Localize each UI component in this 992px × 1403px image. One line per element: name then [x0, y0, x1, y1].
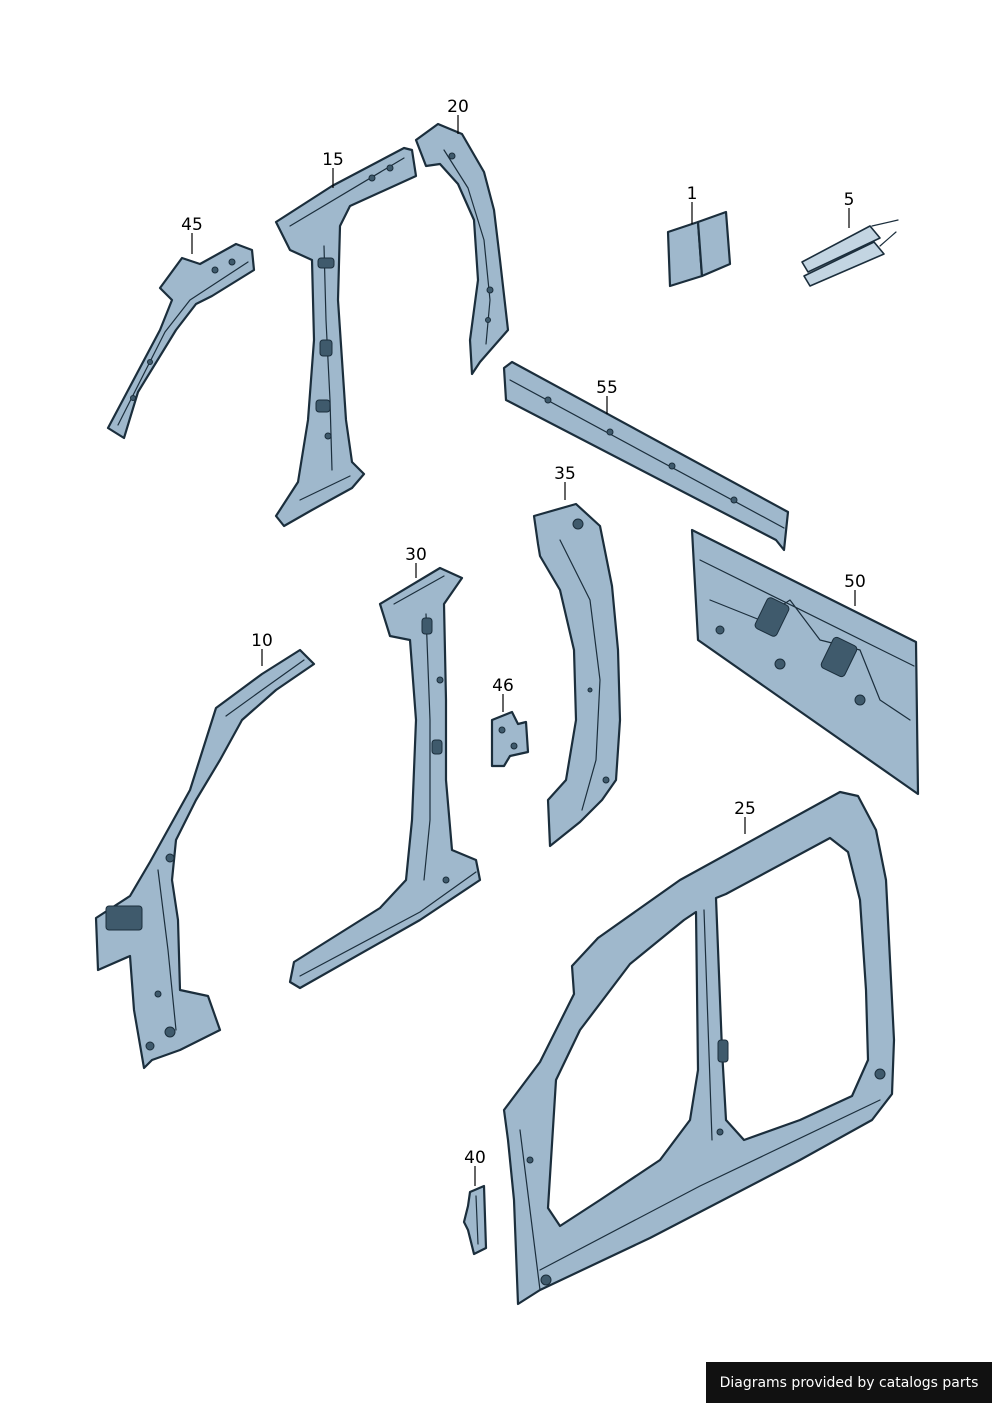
part-1-label: 1: [687, 184, 698, 204]
part-30[interactable]: 30: [288, 545, 482, 990]
part-45-label: 45: [181, 215, 203, 235]
part-50[interactable]: 50: [690, 528, 920, 796]
part-1[interactable]: 1: [666, 184, 732, 288]
part-25[interactable]: 25: [502, 790, 896, 1306]
part-30-label: 30: [405, 545, 427, 565]
part-20[interactable]: 20: [414, 97, 510, 376]
part-25-label: 25: [734, 799, 756, 819]
part-35-label: 35: [554, 464, 576, 484]
part-5[interactable]: 5: [801, 190, 899, 287]
part-46-label: 46: [492, 676, 514, 696]
part-40-label: 40: [464, 1148, 486, 1168]
part-10-label: 10: [251, 631, 273, 651]
part-15-label: 15: [322, 150, 344, 170]
part-46[interactable]: 46: [490, 676, 530, 768]
part-35[interactable]: 35: [532, 464, 622, 848]
part-15[interactable]: 15: [274, 146, 418, 528]
part-50-label: 50: [844, 572, 866, 592]
part-5-label: 5: [844, 190, 855, 210]
part-20-label: 20: [447, 97, 469, 117]
part-45[interactable]: 45: [106, 215, 256, 440]
credit-badge: Diagrams provided by catalogs parts: [706, 1362, 992, 1403]
part-55-label: 55: [596, 378, 618, 398]
part-40[interactable]: 40: [462, 1148, 488, 1256]
part-10[interactable]: 10: [94, 631, 316, 1070]
part-55[interactable]: 55: [502, 360, 790, 552]
